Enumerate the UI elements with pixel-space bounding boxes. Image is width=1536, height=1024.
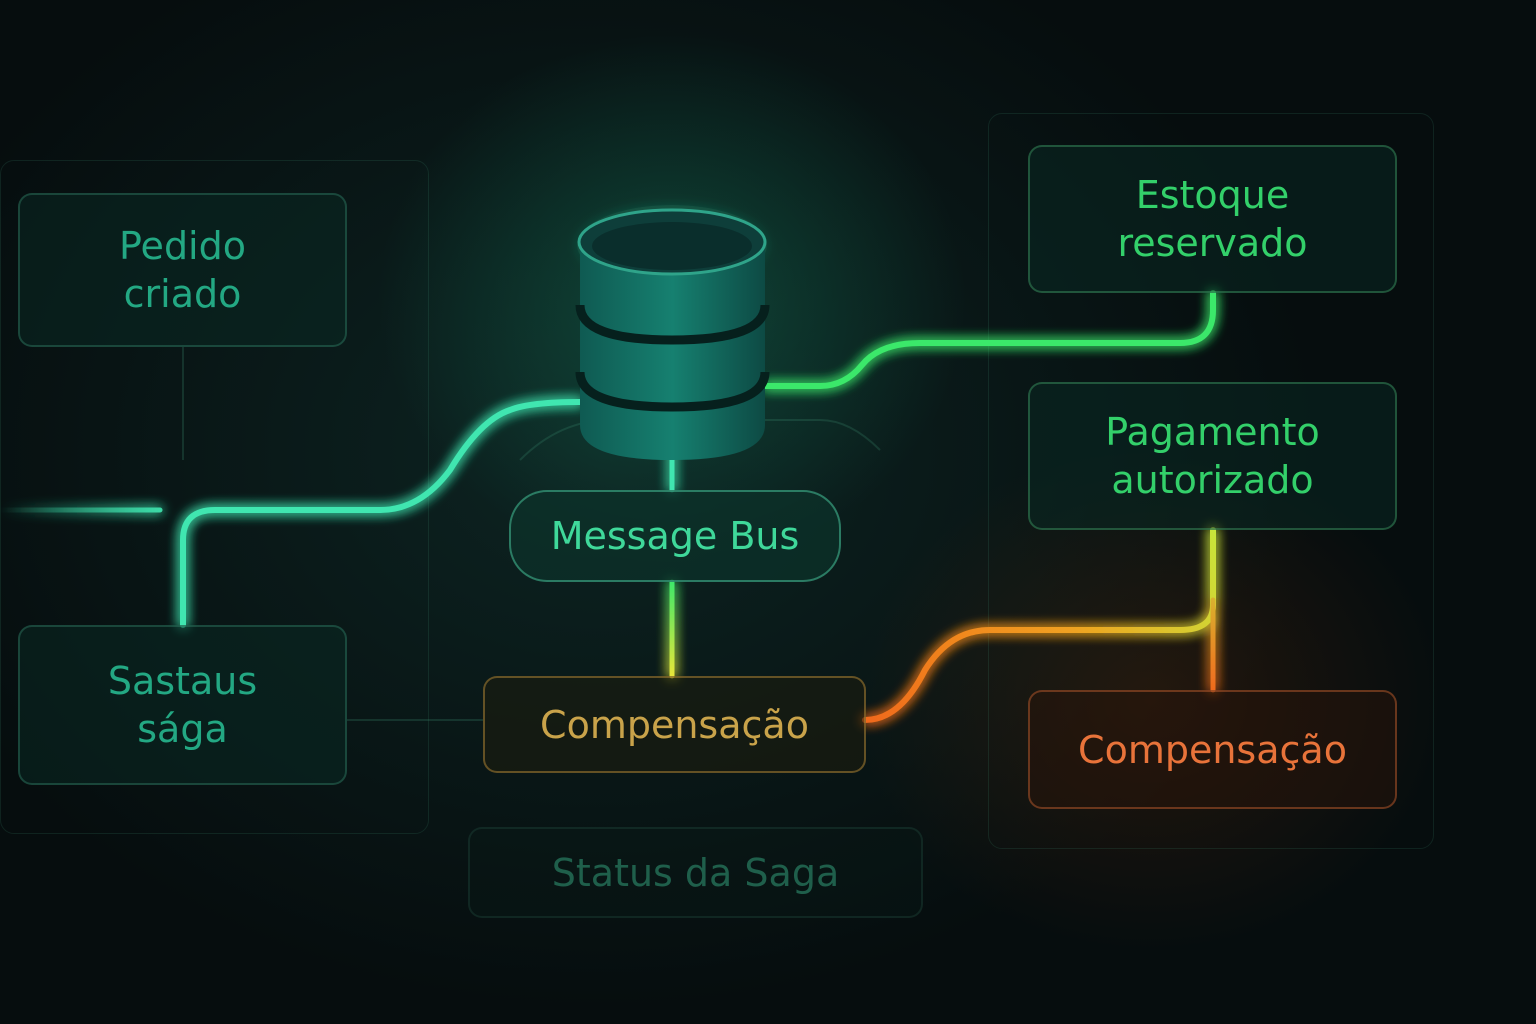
node-label: Message Bus bbox=[550, 514, 800, 558]
node-pagamento-autorizado[interactable]: Pagamento autorizado bbox=[1028, 382, 1397, 530]
node-label: Estoque reservado bbox=[1117, 173, 1308, 265]
node-label: Compensação bbox=[540, 702, 809, 747]
right-group-frame bbox=[988, 113, 1434, 849]
node-compensacao-right[interactable]: Compensação bbox=[1028, 690, 1397, 809]
sastaus-to-database-link bbox=[180, 399, 583, 628]
node-label: Status da Saga bbox=[551, 850, 840, 895]
node-label: Pedido criado bbox=[119, 224, 246, 316]
database-to-estoque-link bbox=[762, 290, 1216, 389]
node-compensacao-center[interactable]: Compensação bbox=[483, 676, 866, 773]
node-status-da-saga[interactable]: Status da Saga bbox=[468, 827, 923, 918]
node-estoque-reservado[interactable]: Estoque reservado bbox=[1028, 145, 1397, 293]
pagamento-to-compensacao-link bbox=[862, 527, 1216, 723]
node-message-bus[interactable]: Message Bus bbox=[509, 490, 841, 582]
node-label: Compensação bbox=[1078, 727, 1347, 772]
node-sastaus-saga[interactable]: Sastaus sága bbox=[18, 625, 347, 785]
database-icon bbox=[575, 205, 770, 460]
left-group-frame bbox=[0, 160, 429, 834]
node-label: Pagamento autorizado bbox=[1105, 410, 1320, 502]
node-label: Sastaus sága bbox=[107, 659, 258, 751]
node-pedido-criado[interactable]: Pedido criado bbox=[18, 193, 347, 347]
